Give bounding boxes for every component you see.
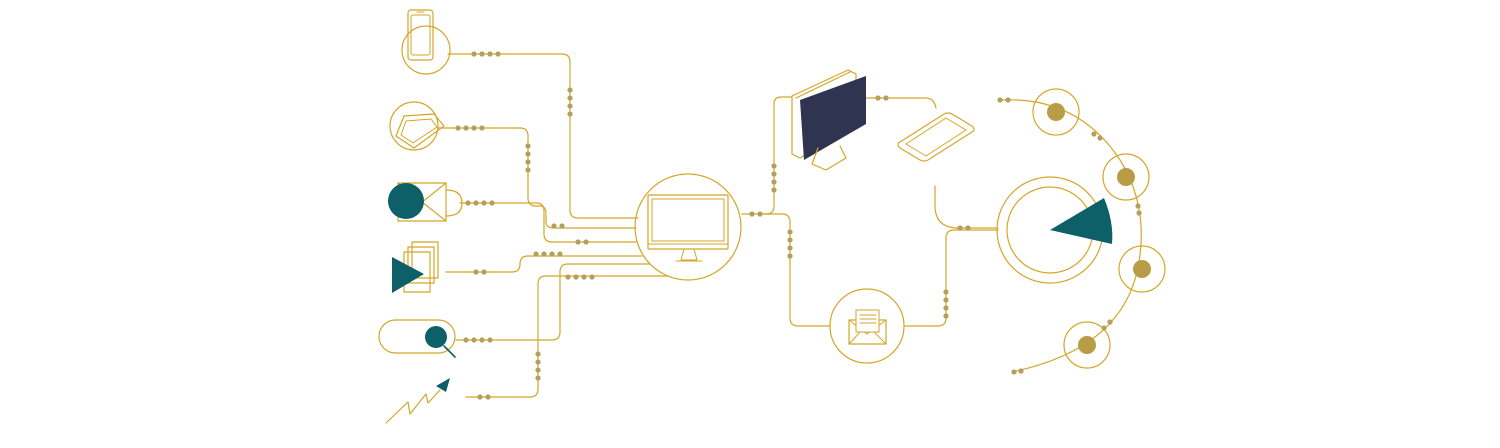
- orbit-node-3: [1118, 245, 1166, 293]
- smartphone-landscape-icon: [897, 112, 975, 162]
- connector-documents-hub: [445, 255, 643, 273]
- desktop-computer-icon: [634, 173, 742, 281]
- growth-arrow-icon: [385, 378, 450, 424]
- radar-target-icon: [996, 176, 1113, 284]
- smartphone-icon: [401, 9, 451, 75]
- connector-phone-hub: [447, 53, 639, 219]
- orbit: [999, 99, 1142, 373]
- source-connectors: [437, 53, 669, 398]
- connector-search-hub: [455, 263, 651, 341]
- connector-hub-email: [763, 213, 831, 327]
- connector-hub-monitor: [741, 96, 793, 215]
- connector-phone-radar: [934, 185, 999, 229]
- toggle-search-icon: [378, 319, 456, 358]
- connector-email-radar: [903, 229, 999, 327]
- tablet-icon: [389, 101, 445, 151]
- target-connectors: [741, 96, 999, 327]
- orbit-node-4: [1063, 321, 1111, 369]
- email-envelope-icon: [829, 288, 905, 364]
- orbit-node-2: [1102, 153, 1150, 201]
- video-camera-icon: [388, 182, 463, 222]
- connector-camera-hub: [459, 202, 637, 243]
- connector-growth-hub: [465, 275, 669, 398]
- connector-dots: [455, 51, 1142, 400]
- documents-play-icon: [392, 241, 439, 293]
- connector-tablet-hub: [437, 127, 637, 229]
- connector-monitor-phone: [863, 97, 937, 109]
- monitor-icon: [791, 69, 866, 171]
- orbit-nodes: [1032, 88, 1166, 369]
- orbit-arc: [999, 99, 1142, 373]
- orbit-node-1: [1032, 88, 1080, 136]
